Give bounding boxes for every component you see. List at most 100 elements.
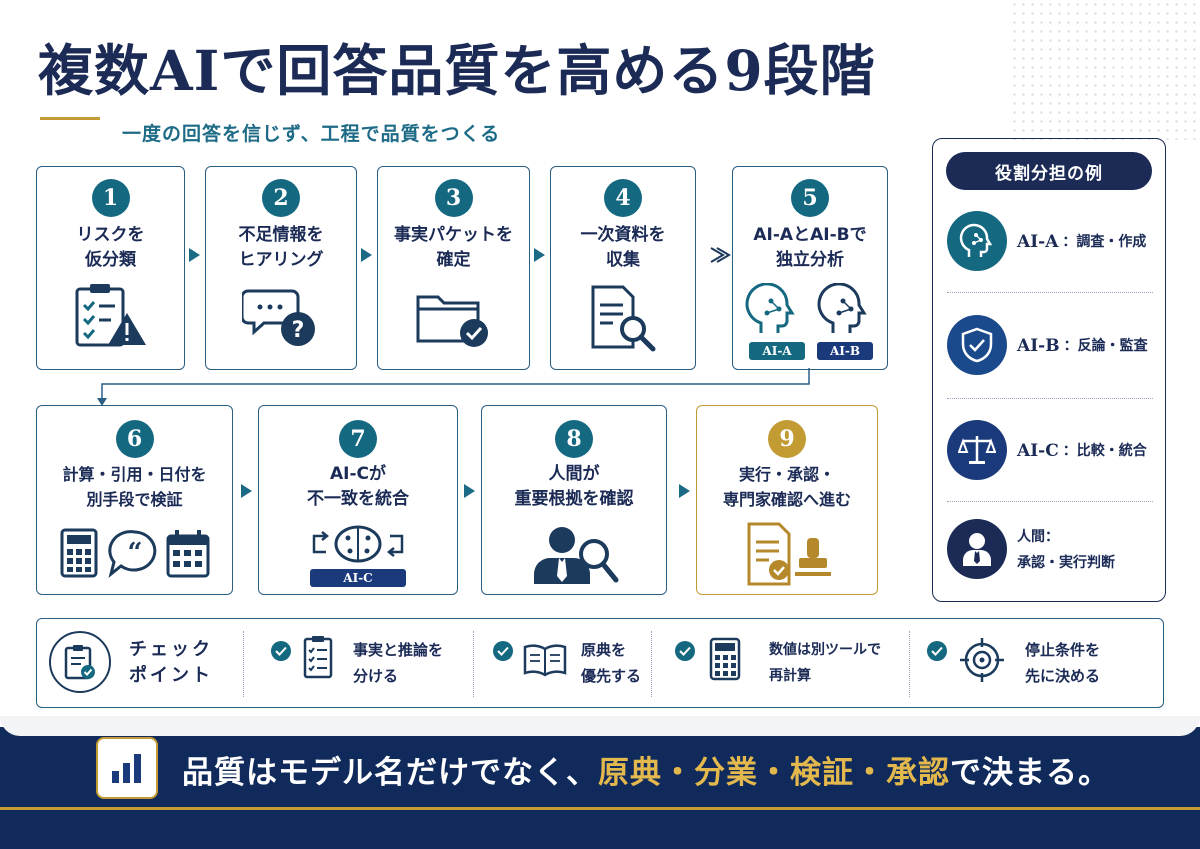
- role-item-ai-c: AI-C：比較・統合: [945, 416, 1155, 486]
- folder-check-icon: [414, 285, 494, 355]
- checkpoint-label-3: 数値は別ツールで 再計算: [769, 642, 881, 684]
- role-panel-title: 役割分担の例: [946, 152, 1152, 190]
- document-stamp-icon: [739, 522, 835, 590]
- decorative-dots: [1010, 0, 1200, 140]
- checkpoint-title: チェック ポイント: [129, 639, 213, 686]
- role-divider: [947, 292, 1153, 293]
- step-label-7: AI-Cが 不一致を統合: [307, 464, 409, 509]
- arrow-8-9-icon: [677, 482, 693, 505]
- step-label-8: 人間が 重要根拠を確認: [514, 464, 634, 509]
- arrow-4-5-icon: [709, 246, 731, 269]
- role-name-ai-a: AI-A: [1017, 232, 1059, 252]
- document-search-icon: [583, 283, 663, 357]
- person-search-icon: [526, 524, 622, 590]
- scales-icon: [947, 420, 1007, 480]
- checkpoint-item-3: 数値は別ツールで 再計算: [673, 619, 913, 707]
- step-number-7: 7: [339, 420, 377, 458]
- calc-quote-calendar-icon: “: [60, 528, 210, 582]
- arrow-6-7-icon: [239, 482, 255, 505]
- footer-text-after: で決まる。: [950, 754, 1110, 791]
- target-icon: [959, 637, 1005, 687]
- checkpoint-label-2: 原典を 優先する: [581, 641, 642, 685]
- role-desc-ai-b: ：反論・監査: [1063, 338, 1148, 354]
- check-circle-icon: [927, 641, 947, 661]
- role-item-ai-a: AI-A：調査・作成: [945, 207, 1155, 277]
- clipboard-check-icon: [49, 631, 111, 693]
- ai-heads-icon: AI-A AI-B: [745, 283, 875, 363]
- role-panel: 役割分担の例 AI-A：調査・作成 AI-B：反論・監査 AI-C：比較・統合 …: [932, 138, 1166, 602]
- arrow-7-8-icon: [462, 482, 478, 505]
- step-card-2: 2 不足情報を ヒアリング ?: [205, 166, 357, 370]
- title-accent-line: [40, 117, 100, 120]
- arrow-1-2-icon: [187, 246, 203, 269]
- step-card-8: 8 人間が 重要根拠を確認: [481, 405, 667, 595]
- checkpoint-item-1: 事実と推論を 分ける: [267, 619, 487, 707]
- checkpoint-item-2: 原典を 優先する: [489, 619, 669, 707]
- step-label-1: リスクを 仮分類: [76, 225, 145, 270]
- step-number-8: 8: [555, 420, 593, 458]
- checkpoint-divider: [651, 631, 652, 697]
- checkpoint-header: チェック ポイント: [49, 619, 239, 707]
- ai-a-tag: AI-A: [749, 342, 805, 360]
- step-card-3: 3 事実パケットを 確定: [377, 166, 530, 370]
- footer-message: 品質はモデル名だけでなく、原典・分業・検証・承認で決まる。: [182, 745, 1110, 793]
- role-divider: [947, 398, 1153, 399]
- clipboard-warning-icon: [73, 283, 149, 353]
- step-number-2: 2: [262, 179, 300, 217]
- row-connector-arrow: [97, 368, 810, 406]
- step-card-1: 1 リスクを 仮分類: [36, 166, 185, 370]
- footer-gold-line: [0, 807, 1200, 810]
- role-item-human: 人間： 承認・実行判断: [945, 515, 1155, 585]
- arrow-2-3-icon: [359, 246, 375, 269]
- step-label-4: 一次資料を 収集: [580, 225, 666, 270]
- step-card-7: 7 AI-Cが 不一致を統合 AI-C: [258, 405, 458, 595]
- footer-highlight: 原典・分業・検証・承認: [598, 754, 950, 791]
- ai-head-icon: [947, 211, 1007, 271]
- step-card-4: 4 一次資料を 収集: [550, 166, 696, 370]
- role-desc-ai-c: ：比較・統合: [1062, 443, 1147, 459]
- footer-text-before: 品質はモデル名だけでなく、: [182, 754, 598, 791]
- step-label-5: AI-AとAI-Bで 独立分析: [753, 225, 867, 270]
- role-name-ai-c: AI-C: [1017, 441, 1059, 461]
- open-book-icon: [523, 643, 567, 681]
- step-label-3: 事実パケットを 確定: [394, 225, 513, 270]
- svg-text:?: ?: [292, 318, 305, 343]
- step-card-9: 9 実行・承認・ 専門家確認へ進む: [696, 405, 878, 595]
- checkpoint-item-4: 停止条件を 先に決める: [925, 619, 1155, 707]
- step-number-4: 4: [604, 179, 642, 217]
- role-divider: [947, 501, 1153, 502]
- checkpoint-label-1: 事実と推論を 分ける: [353, 641, 444, 685]
- step-number-6: 6: [115, 420, 154, 458]
- checkpoint-divider: [909, 631, 910, 697]
- role-name-ai-b: AI-B: [1017, 336, 1060, 356]
- step-label-9: 実行・承認・ 専門家確認へ進む: [722, 465, 851, 509]
- step-number-5: 5: [791, 179, 829, 217]
- person-icon: [947, 519, 1007, 579]
- checkpoint-label-4: 停止条件を 先に決める: [1025, 641, 1101, 685]
- step-label-2: 不足情報を ヒアリング: [238, 225, 324, 270]
- footer-band: [0, 727, 1200, 849]
- arrow-3-4-icon: [532, 246, 548, 269]
- role-desc-human: 人間： 承認・実行判断: [1017, 529, 1115, 571]
- check-circle-icon: [675, 641, 695, 661]
- checkpoint-divider: [243, 631, 244, 697]
- role-item-ai-b: AI-B：反論・監査: [945, 311, 1155, 381]
- calculator-icon: [709, 637, 741, 685]
- check-circle-icon: [271, 641, 291, 661]
- speech-question-icon: ?: [240, 283, 320, 355]
- step-number-3: 3: [434, 179, 473, 217]
- bar-chart-icon: [96, 737, 158, 799]
- check-circle-icon: [493, 641, 513, 661]
- svg-text:“: “: [127, 538, 142, 568]
- step-number-9: 9: [768, 420, 806, 458]
- ai-b-tag: AI-B: [817, 342, 873, 360]
- page-subtitle: 一度の回答を信じず、工程で品質をつくる: [122, 123, 501, 145]
- footer-curve: [0, 716, 1200, 736]
- checklist-icon: [303, 635, 333, 683]
- step-number-1: 1: [91, 179, 130, 217]
- brain-merge-icon: AI-C: [308, 524, 408, 588]
- shield-check-icon: [947, 315, 1007, 375]
- page-title: 複数AIで回答品質を高める9段階: [38, 38, 876, 103]
- ai-c-tag: AI-C: [310, 569, 406, 587]
- step-card-5: 5 AI-AとAI-Bで 独立分析 AI-A AI-B: [732, 166, 888, 370]
